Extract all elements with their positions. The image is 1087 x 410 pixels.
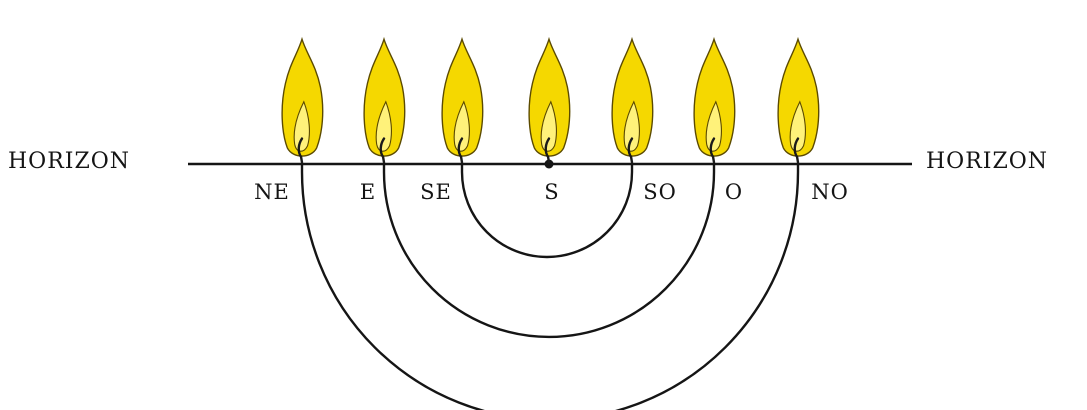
direction-label-se: SE <box>420 180 452 204</box>
arc-ne-no <box>300 164 800 410</box>
candle-flame-icon <box>362 37 406 164</box>
sun-path-arcs <box>300 164 800 410</box>
flames-group <box>280 37 820 164</box>
horizon-label-left: HORIZON <box>8 149 130 174</box>
candle-flame-icon <box>776 37 820 164</box>
arc-se-so <box>460 164 634 259</box>
candle-flame-icon <box>440 37 484 164</box>
candle-flame-icon <box>280 37 324 164</box>
direction-label-no: NO <box>811 180 849 204</box>
candle-flame-icon <box>527 37 571 164</box>
direction-label-s: S <box>544 180 559 204</box>
direction-label-o: O <box>725 180 743 204</box>
candle-flame-icon <box>610 37 654 164</box>
direction-label-so: SO <box>643 180 677 204</box>
south-point-dot <box>544 159 554 169</box>
horizon-line-group <box>188 159 912 169</box>
candle-flame-icon <box>692 37 736 164</box>
direction-labels: NE E SE S SO O NO <box>254 180 849 204</box>
horizon-label-right: HORIZON <box>926 149 1048 174</box>
direction-label-ne: NE <box>254 180 290 204</box>
direction-label-e: E <box>360 180 376 204</box>
arc-e-o <box>382 164 716 339</box>
